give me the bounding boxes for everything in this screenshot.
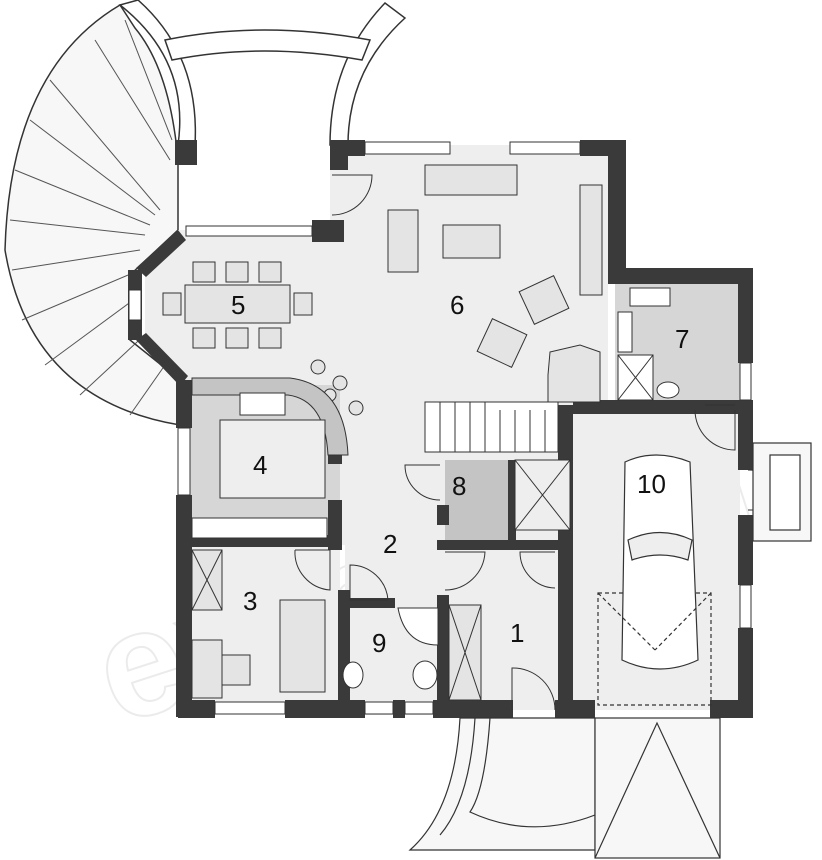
window-living-2 [509, 141, 581, 155]
fireplace [547, 344, 601, 403]
floor-pantry [445, 460, 510, 540]
room-label-7: 7 [675, 324, 689, 354]
wc-fixtures [342, 607, 439, 690]
door-garage-side [694, 409, 736, 451]
front-porch [408, 717, 721, 859]
window-wc-1 [364, 701, 394, 715]
shower [397, 607, 439, 646]
kitchen-counter-bottom [191, 517, 328, 539]
pergola-top-arc [164, 29, 372, 61]
chair-study [221, 654, 251, 686]
car-windshield [627, 531, 693, 561]
door-terrace [331, 174, 373, 216]
room-label-10: 10 [637, 469, 666, 499]
tv-unit [579, 184, 603, 296]
washbasin [342, 661, 364, 689]
entrance-furniture [448, 604, 482, 701]
door-pantry [404, 464, 441, 501]
dining-table [184, 284, 291, 324]
window-kitchen [177, 427, 191, 496]
bookshelf [191, 639, 223, 699]
room-labels: 1 2 3 4 5 6 7 8 9 10 [231, 290, 689, 658]
window-garage [739, 584, 752, 629]
entrance-steps [408, 717, 596, 851]
toilet [412, 660, 438, 690]
kitchen-island [219, 419, 326, 499]
terrace-radial-lines [9, 19, 173, 416]
room-label-9: 9 [372, 628, 386, 658]
room-label-3: 3 [243, 586, 257, 616]
terrace-top [4, 0, 407, 426]
door-entrance-inner [444, 551, 486, 591]
room-label-4: 4 [253, 450, 267, 480]
car-body [621, 454, 699, 670]
room-label-6: 6 [450, 290, 464, 320]
window-living-1 [364, 141, 451, 155]
window-dining [185, 225, 313, 237]
armchair-2 [476, 317, 528, 369]
room-label-1: 1 [510, 618, 524, 648]
terrace-floor [4, 3, 181, 426]
coffee-table [442, 224, 501, 259]
kitchen-counter-curve [191, 377, 349, 456]
armchair-1 [518, 274, 570, 326]
window-wc-2 [404, 701, 434, 715]
door-entrance-inner-2 [519, 551, 556, 589]
door-study [294, 549, 331, 591]
garage-side-porch [752, 442, 812, 542]
room-label-2: 2 [383, 529, 397, 559]
windows [128, 141, 752, 715]
room-label-8: 8 [452, 471, 466, 501]
utility-fixtures [617, 287, 680, 401]
living-furniture [310, 164, 603, 416]
door-main [511, 667, 556, 711]
window-study [214, 701, 286, 715]
room-label-5: 5 [231, 290, 245, 320]
carport-roof [594, 717, 721, 859]
staircase [424, 401, 571, 531]
pergola-right-arc [329, 2, 407, 146]
garage-car [597, 454, 712, 706]
study-furniture [191, 549, 326, 699]
sofa-left [387, 209, 419, 273]
sofa-bed [279, 599, 326, 693]
window-bay [128, 289, 142, 321]
door-wc [349, 564, 389, 601]
dining-set [162, 261, 313, 349]
window-utility [739, 362, 752, 401]
kitchen-furniture [191, 377, 349, 539]
sofa-top [424, 164, 518, 196]
kitchen-sink [239, 392, 286, 416]
